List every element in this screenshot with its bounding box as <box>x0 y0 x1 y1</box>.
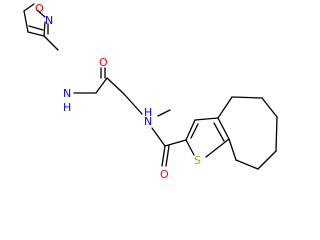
bond <box>261 97 278 118</box>
bond <box>257 150 277 170</box>
bond <box>190 123 199 139</box>
atom-label-amide2-n: N <box>144 115 152 128</box>
bond <box>205 138 230 158</box>
atom-label-isoxazole-o: O <box>35 2 44 15</box>
bond <box>275 116 278 152</box>
bond <box>217 117 230 140</box>
atom-label-amide1-n: N <box>63 87 71 100</box>
bond <box>27 31 45 37</box>
bond <box>95 77 108 94</box>
structural-formula: O N N H O N H O S <box>23 2 278 181</box>
bond <box>106 77 125 95</box>
bond <box>231 96 263 99</box>
bond <box>228 138 237 161</box>
bond <box>185 139 195 156</box>
atom-label-amide2-o: O <box>160 168 169 181</box>
bond <box>165 145 170 167</box>
bond <box>213 122 225 142</box>
bond <box>43 21 46 37</box>
atom-label-isoxazole-n: N <box>45 14 53 27</box>
bond <box>123 93 143 115</box>
bond <box>194 117 219 121</box>
bond <box>217 96 233 119</box>
atom-label-amide1-h: H <box>63 101 71 114</box>
bond <box>157 109 171 117</box>
bond <box>36 9 46 18</box>
bond <box>185 119 196 141</box>
bond <box>164 139 187 147</box>
bonds <box>23 3 278 170</box>
bond <box>161 145 166 167</box>
atom-label-amide2-h: H <box>144 106 152 119</box>
bond <box>235 159 259 170</box>
bond <box>151 127 166 147</box>
atom-label-amide1-o: O <box>99 56 108 69</box>
bond <box>23 3 35 12</box>
bond <box>23 10 29 33</box>
atom-label-thiophene-s: S <box>194 154 201 167</box>
bond <box>43 35 59 51</box>
bond <box>28 25 44 31</box>
